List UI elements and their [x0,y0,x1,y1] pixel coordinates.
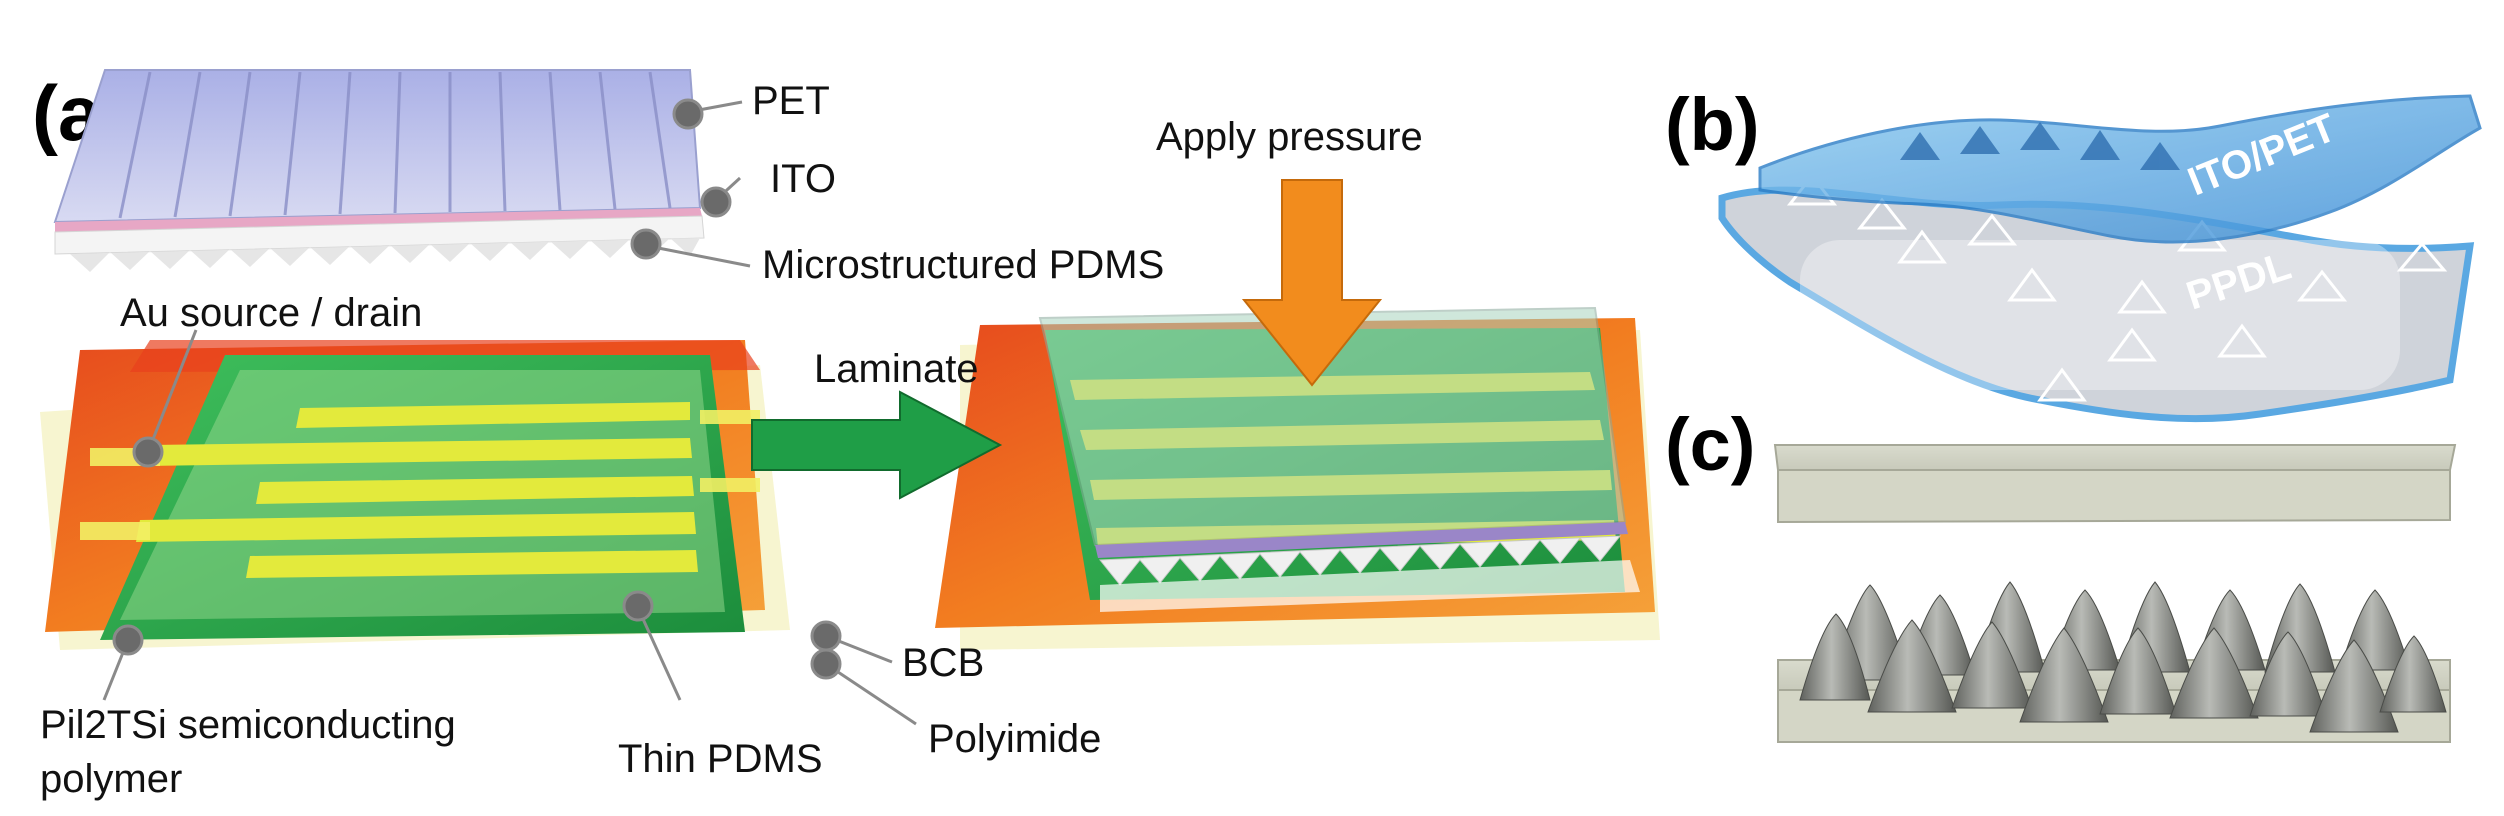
ito-pet-pyramids [1900,122,2180,170]
source-drain-electrodes-left [136,402,698,578]
pdms-microstructures [70,238,700,272]
label-laminate: Laminate [814,347,979,391]
callouts [102,98,917,726]
ito-stripes [118,71,672,219]
label-polyimide: Polyimide [928,717,1101,761]
apply-pressure-arrow [1241,179,1383,387]
label-semiconducting-polymer-line1: Pil2TSi semiconducting [40,703,456,747]
thin-pdms-callout-dot [622,590,654,622]
ito-callout-dot [700,186,732,218]
label-apply-pressure: Apply pressure [1156,115,1423,159]
polyimide-callout-dot [810,648,842,680]
label-microstructured-pdms: Microstructured PDMS [762,243,1164,287]
right-device [935,306,1660,650]
microstructured-pdms-layer [54,215,705,255]
label-ito: ITO [770,157,836,201]
au-callout-dot [132,436,164,468]
top-plate [1773,444,2457,524]
semiconductor-callout-dot [112,624,144,656]
right-device-white-edge [1100,560,1640,612]
laminate-arrow [751,390,1003,500]
label-pet: PET [752,79,830,123]
panel-a: (a) [32,69,1660,801]
laminated-pet-edge [1095,522,1628,558]
label-semiconducting-polymer-line2: polymer [40,757,182,801]
panel-b-letter: (b) [1665,83,1760,166]
bcb-callout-dot [810,620,842,652]
laminated-microstructures [1098,535,1622,586]
panel-c-letter: (c) [1665,403,1755,486]
label-bcb: BCB [902,641,984,685]
ito-pet-sheet [1758,94,2482,244]
microstructure-cones [1799,581,2447,733]
panel-c: (c) [1665,403,2457,743]
panel-b: (b) ITO/PET PPDL [1665,83,2482,423]
pet-ito-pdms-stack [53,69,705,272]
label-au-source-drain: Au source / drain [120,291,422,335]
pdms-callout-dot [630,228,662,260]
left-device [40,340,790,650]
ito-layer [55,208,702,232]
ppdl-dot-texture [1800,240,2400,390]
label-thin-pdms: Thin PDMS [618,737,823,781]
pet-callout-dot [672,98,704,130]
